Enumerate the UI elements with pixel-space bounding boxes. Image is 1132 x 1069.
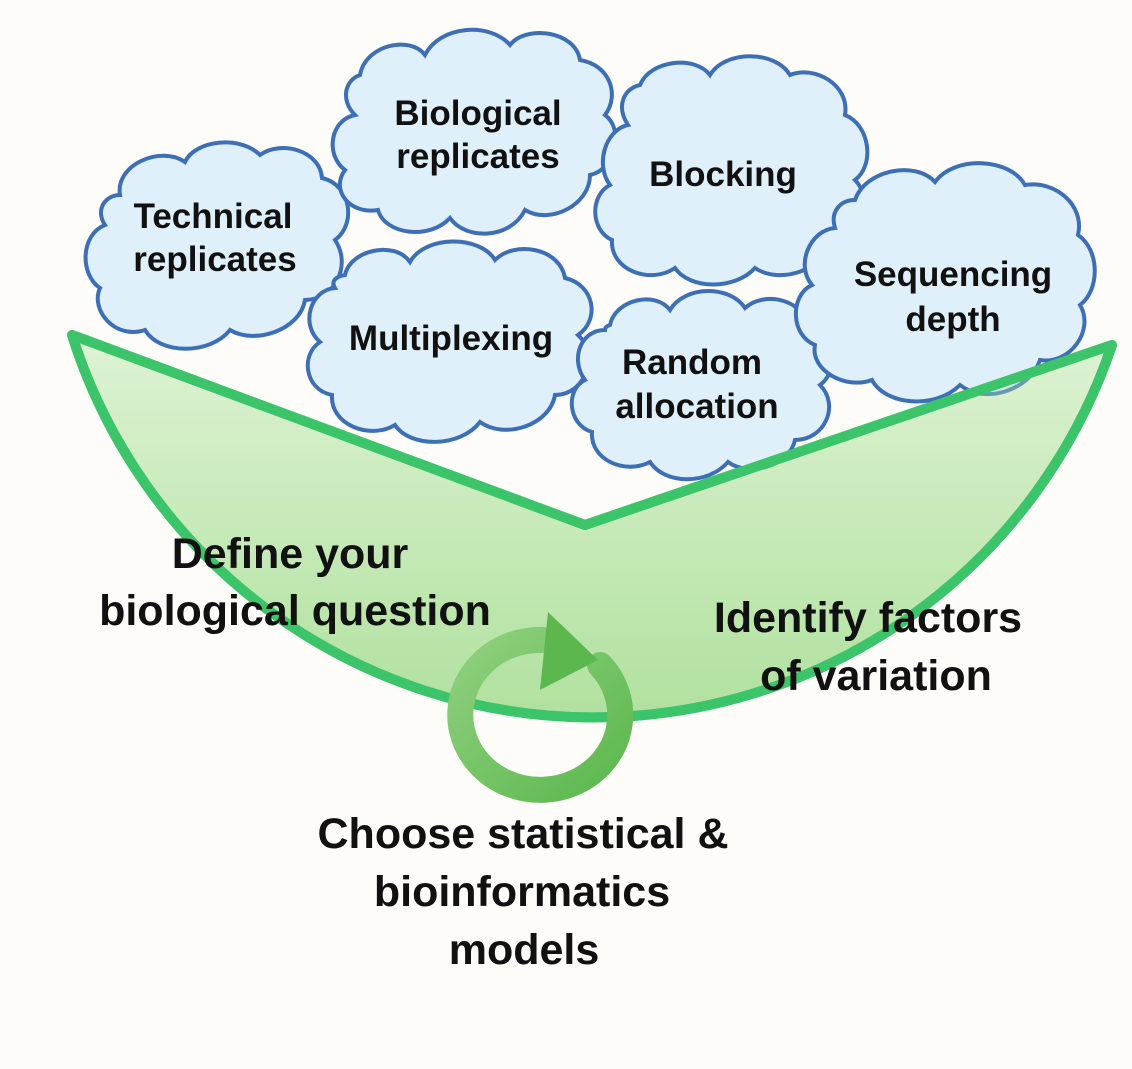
- cloud-label-line: replicates: [133, 240, 296, 279]
- cloud-label-line: Blocking: [649, 155, 797, 194]
- bowl-question-label: Define your biological question: [99, 530, 491, 635]
- question-label-line: Define your: [172, 530, 409, 578]
- cloud-label-line: Random: [622, 343, 762, 382]
- factors-label-line: of variation: [760, 652, 992, 700]
- cloud-shape: [83, 140, 351, 351]
- cloud-label-line: allocation: [615, 387, 778, 426]
- cloud-label-line: Biological: [394, 94, 561, 133]
- cycle-ring: [447, 626, 634, 803]
- models-label-line: bioinformatics: [374, 868, 670, 916]
- cloud-shape: [793, 161, 1097, 404]
- cloud-shape: [305, 239, 594, 444]
- cloud-sequencing-depth: Sequencing depth: [793, 161, 1097, 404]
- cloud-label-line: Sequencing: [854, 255, 1052, 294]
- cloud-label-line: Technical: [134, 197, 293, 236]
- factors-label-line: Identify factors: [714, 594, 1022, 642]
- cloud-label-line: replicates: [396, 137, 559, 176]
- question-label-line: biological question: [99, 587, 491, 635]
- models-label-line: Choose statistical &: [318, 810, 729, 858]
- cloud-shape: [330, 27, 618, 236]
- cloud-random-allocation: Random allocation: [569, 289, 835, 482]
- cloud-label-line: Multiplexing: [349, 319, 553, 358]
- cloud-label-line: depth: [905, 300, 1000, 339]
- cloud-biological-replicates: Biological replicates: [330, 27, 618, 236]
- bowl-factors-label: Identify factors of variation: [714, 594, 1022, 700]
- models-label-line: models: [449, 926, 600, 974]
- bowl-models-label: Choose statistical & bioinformatics mode…: [318, 810, 729, 974]
- cycle-arrowhead: [540, 612, 598, 690]
- cloud-technical-replicates: Technical replicates: [83, 140, 351, 351]
- cloud-multiplexing: Multiplexing: [305, 239, 594, 444]
- clouds-layer: Technical replicates Biological replicat…: [83, 27, 1097, 482]
- circular-arrow-icon: [447, 612, 634, 803]
